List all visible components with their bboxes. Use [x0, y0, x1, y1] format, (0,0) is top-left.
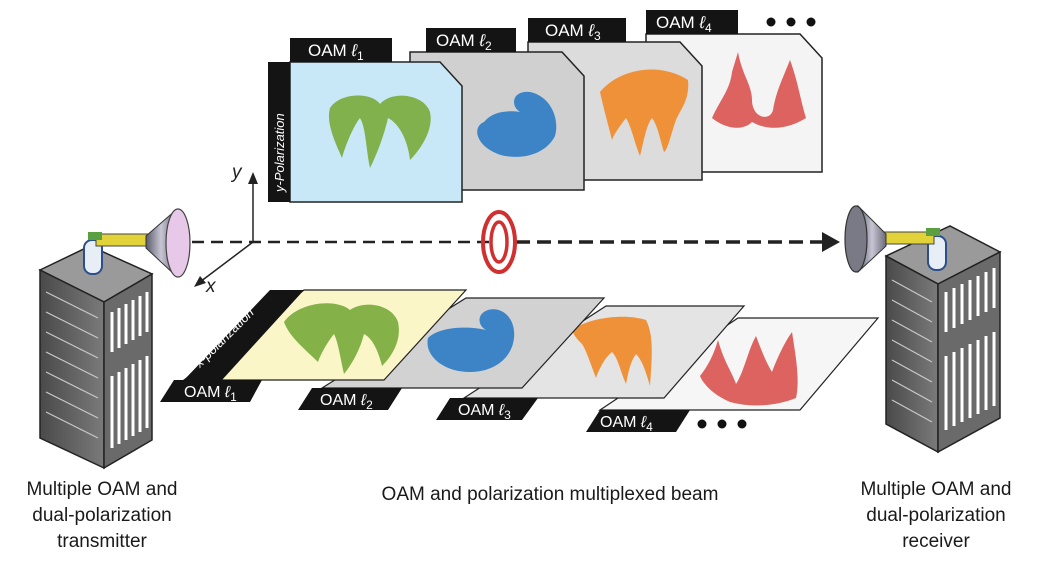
- red-oam-pattern-x4: [700, 332, 798, 406]
- oam-label-y3: OAM ℓ3: [545, 21, 601, 43]
- oam-ring-outer: [481, 210, 517, 274]
- green-oam-pattern-x1: [284, 303, 399, 374]
- x-axis-label: x: [205, 276, 217, 297]
- oam-label-x4: OAM ℓ4: [600, 414, 653, 434]
- transmitter-caption: Multiple OAM and dual-polarization trans…: [26, 479, 178, 552]
- multiplexed-beam: [192, 210, 840, 274]
- y-polarization-label: y-Polarization: [272, 113, 287, 193]
- y-polarization-panel-1: OAM ℓ1 y-Polarization: [268, 38, 463, 203]
- more-modes-dots-top: [766, 17, 816, 27]
- oam-label-x2: OAM ℓ2: [320, 392, 373, 412]
- oam-label-y4: OAM ℓ4: [656, 13, 712, 35]
- oam-label-y2: OAM ℓ2: [436, 31, 492, 53]
- beam-caption: OAM and polarization multiplexed beam: [381, 484, 719, 505]
- blue-oam-pattern-x2: [427, 309, 515, 372]
- receiver-rack: [884, 225, 1002, 454]
- blue-oam-pattern-y2: [477, 91, 557, 157]
- orange-oam-pattern-y3: [600, 69, 689, 156]
- receiver-horn-antenna: [844, 204, 947, 274]
- oam-label-x3: OAM ℓ3: [458, 402, 511, 422]
- transmitter-rack: [38, 245, 154, 470]
- transmitter-horn-antenna: [83, 208, 191, 278]
- oam-ring-inner: [489, 220, 509, 264]
- oam-label-x1: OAM ℓ1: [184, 384, 237, 404]
- orange-oam-pattern-x3: [572, 316, 652, 386]
- oam-label-y1: OAM ℓ1: [308, 41, 364, 63]
- coordinate-axes: y x: [194, 162, 258, 297]
- more-modes-dots-bottom: [697, 419, 747, 429]
- red-oam-pattern-y4: [712, 52, 806, 128]
- receiver-caption: Multiple OAM and dual-polarization recei…: [860, 479, 1012, 552]
- green-oam-pattern-y1: [328, 95, 431, 168]
- y-axis-label: y: [230, 162, 243, 183]
